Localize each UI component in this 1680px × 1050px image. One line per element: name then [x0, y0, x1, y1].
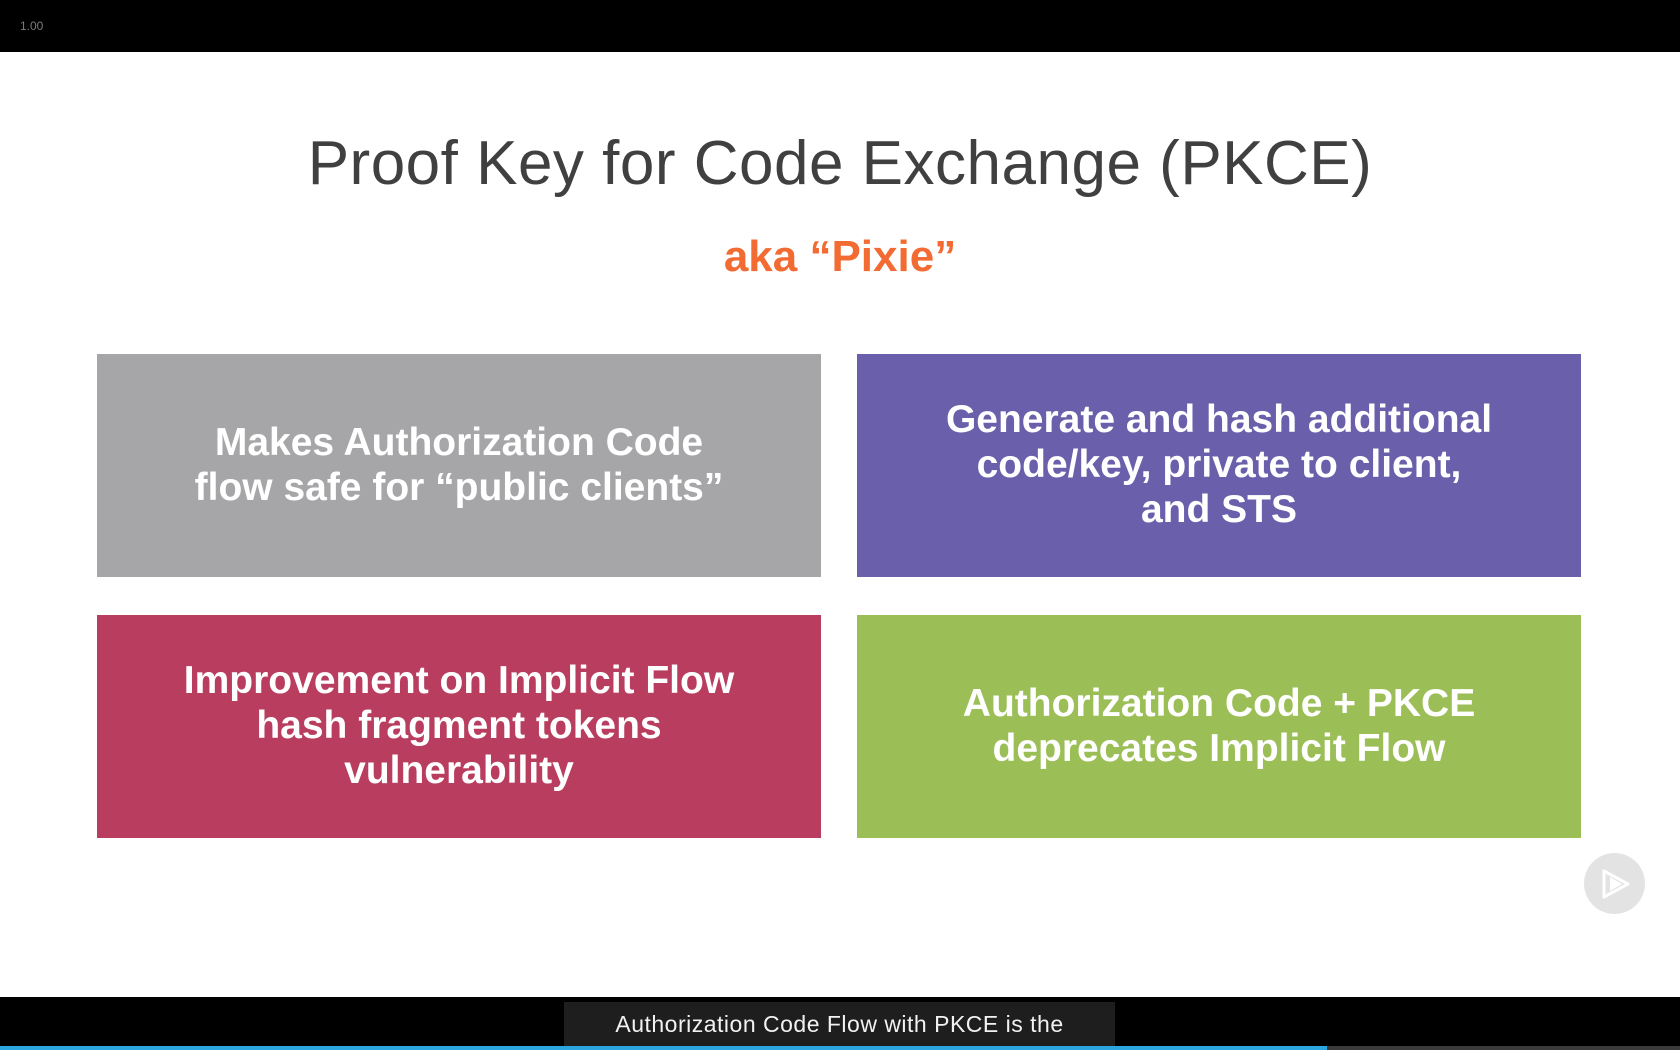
card-deprecates-implicit: Authorization Code + PKCE deprecates Imp… — [857, 615, 1581, 838]
playback-speed[interactable]: 1.00 — [20, 19, 44, 33]
card-implicit-improvement: Improvement on Implicit Flow hash fragme… — [97, 615, 821, 838]
play-next-icon — [1602, 869, 1629, 898]
slide: Proof Key for Code Exchange (PKCE) aka “… — [0, 52, 1680, 997]
slide-title: Proof Key for Code Exchange (PKCE) — [307, 129, 1373, 198]
next-button[interactable] — [1584, 853, 1645, 914]
card-text: Authorization Code + PKCE deprecates Imp… — [962, 681, 1476, 770]
card-public-clients: Makes Authorization Code flow safe for “… — [97, 354, 821, 577]
card-text: Makes Authorization Code flow safe for “… — [194, 420, 724, 509]
slide-subtitle: aka “Pixie” — [723, 232, 957, 281]
progress-bar[interactable] — [0, 1046, 1680, 1050]
card-text: Improvement on Implicit Flow hash fragme… — [183, 659, 735, 792]
progress-fill — [0, 1046, 1328, 1050]
closed-caption: Authorization Code Flow with PKCE is the — [564, 1002, 1115, 1046]
card-generate-hash: Generate and hash additional code/key, p… — [857, 354, 1581, 577]
top-bar: 1.00 — [0, 0, 1680, 52]
card-text: Generate and hash additional code/key, p… — [945, 398, 1493, 531]
